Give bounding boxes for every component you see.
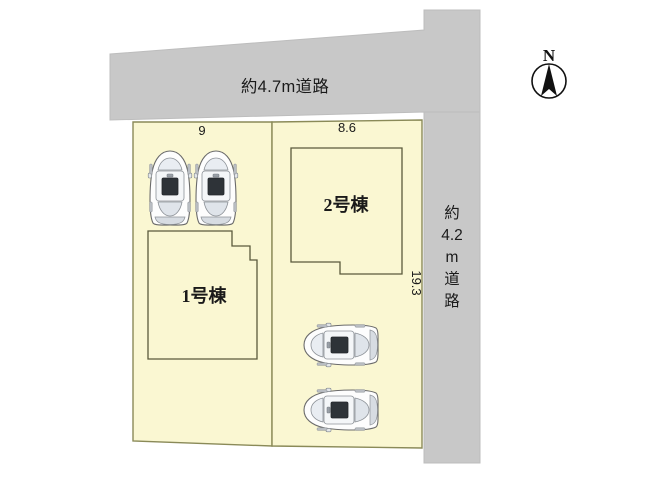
- car-lot2-top: [303, 322, 379, 368]
- east-road-label-char-1: 4.2: [441, 227, 463, 244]
- north-arrow-icon: N: [531, 46, 567, 99]
- east-road-label-char-4: 路: [444, 292, 460, 310]
- buildings-group: [147, 147, 403, 360]
- east-road-label-char-2: m: [446, 249, 459, 266]
- building-1-footprint: [147, 230, 258, 360]
- compass-needle: [541, 64, 557, 96]
- lot-2-frontage-dimension: 8.6: [338, 120, 356, 135]
- building-1-label: 1号棟: [182, 285, 228, 306]
- roads-group: [109, 9, 481, 464]
- east-road-shape: [423, 111, 481, 464]
- building-2-label: 2号棟: [324, 194, 370, 215]
- car-lot2-bottom: [303, 387, 379, 433]
- lot-1-frontage-dimension: 9: [198, 123, 205, 138]
- car-lot1-right: [193, 150, 239, 226]
- north-road-shape: [109, 9, 481, 121]
- building-2-footprint: [290, 147, 403, 275]
- depth-dimension: 19.3: [409, 270, 424, 295]
- compass-north-letter: N: [543, 46, 556, 65]
- east-road-label-char-3: 道: [444, 270, 460, 288]
- north-road-label: 約4.7m道路: [241, 77, 329, 96]
- east-road-label: 約 4.2 m 道 路: [441, 204, 463, 310]
- east-road-label-char-0: 約: [444, 204, 460, 222]
- car-lot1-left: [147, 150, 193, 226]
